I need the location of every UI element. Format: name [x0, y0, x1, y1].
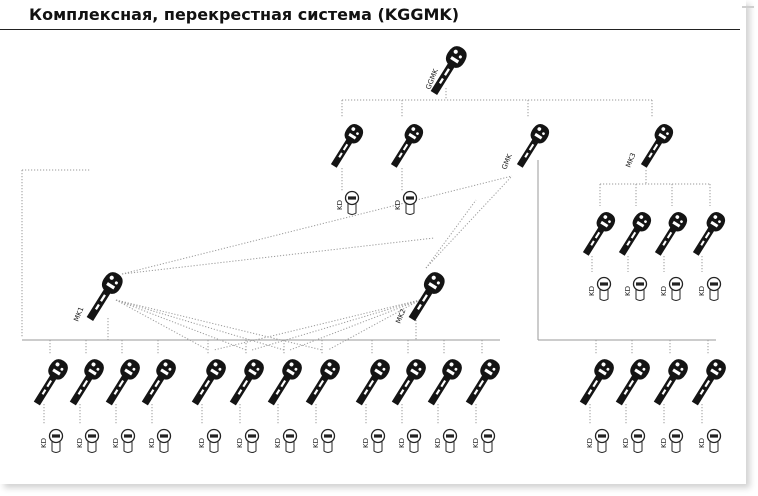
- mk1-cross-link-4: [115, 299, 323, 351]
- cylinder-label: KD: [588, 286, 596, 296]
- mk3-cylinder-3: KD: [660, 276, 684, 301]
- mk3-cylinder-4: KD: [698, 276, 722, 301]
- mk1-group-cylinder-3: KD: [112, 428, 136, 453]
- side-group-key-icon-1: [579, 359, 614, 406]
- mk2-group-cylinder-4: KD: [472, 428, 496, 453]
- cross-group-cylinder-3: KD: [274, 428, 298, 453]
- mk2-label: MK2: [394, 308, 407, 325]
- corner-divider: [742, 6, 754, 8]
- root-key-icon: [430, 46, 467, 96]
- mk2-group-key-icon-3: [427, 359, 462, 406]
- cylinder-label: KD: [698, 438, 706, 448]
- level1-key-icon-1: [330, 124, 364, 168]
- cylinder-label: KD: [112, 438, 120, 448]
- level1-key-icon-3: [516, 124, 550, 168]
- level1-key-icon-2: [390, 124, 424, 168]
- level1-cylinder-2: KD: [394, 190, 418, 215]
- cylinder-label: KD: [398, 438, 406, 448]
- mk3-key-icon-3: [654, 212, 688, 256]
- cross-group-key-icon-2: [229, 359, 264, 406]
- mk2-gmk-link-2: [425, 199, 477, 269]
- title-underline: [0, 29, 740, 30]
- side-group-cylinder-1: KD: [586, 428, 610, 453]
- cylinder-label: KD: [274, 438, 282, 448]
- cylinder-label: KD: [336, 200, 344, 210]
- cylinder-label: KD: [660, 286, 668, 296]
- cylinder-label: KD: [660, 438, 668, 448]
- cylinder-label: KD: [622, 438, 630, 448]
- cross-group-key-icon-3: [267, 359, 302, 406]
- mk2-group-key-icon-1: [355, 359, 390, 406]
- mk2-group-cylinder-1: KD: [362, 428, 386, 453]
- cross-group-cylinder-2: KD: [236, 428, 260, 453]
- mk3-key-icon-1: [582, 212, 616, 256]
- mk1-cross-link-2: [115, 299, 247, 351]
- mk3-key-icon-2: [618, 212, 652, 256]
- connector-lines: [21, 88, 716, 424]
- cross-group-key-icon-1: [191, 359, 226, 406]
- mk2-cross-link-2: [251, 299, 421, 351]
- side-group-cylinder-2: KD: [622, 428, 646, 453]
- cross-group-cylinder-4: KD: [312, 428, 336, 453]
- mk2-cross-link-4: [327, 299, 421, 351]
- mk2-group-key-icon-2: [391, 359, 426, 406]
- mk1-label: MK1: [72, 306, 85, 323]
- side-group-key-icon-4: [691, 359, 726, 406]
- side-group-key-icon-3: [653, 359, 688, 406]
- mk1-group-cylinder-4: KD: [148, 428, 172, 453]
- mk3-cylinder-2: KD: [624, 276, 648, 301]
- cylinder-label: KD: [472, 438, 480, 448]
- level1-cylinder-1: KD: [336, 190, 360, 215]
- side-group-cylinder-3: KD: [660, 428, 684, 453]
- mk3-cylinder-1: KD: [588, 276, 612, 301]
- mk1-cross-link-3: [115, 299, 285, 351]
- cylinder-label: KD: [40, 438, 48, 448]
- mk2-key-icon: [408, 272, 445, 322]
- page-title: Комплексная, перекрестная система (KGGMK…: [29, 5, 460, 24]
- mk1-group-key-icon-4: [141, 359, 176, 406]
- mk1-group-cylinder-1: KD: [40, 428, 64, 453]
- cylinder-label: KD: [236, 438, 244, 448]
- cylinder-label: KD: [698, 286, 706, 296]
- cylinder-label: KD: [148, 438, 156, 448]
- cylinder-label: KD: [362, 438, 370, 448]
- cylinder-label: KD: [624, 286, 632, 296]
- cross-group-key-icon-4: [305, 359, 340, 406]
- mk1-key-icon: [86, 272, 123, 322]
- mk3-label: MK3: [624, 152, 637, 169]
- mk1-gmk-link-2: [121, 175, 513, 275]
- mk1-group-key-icon-1: [33, 359, 68, 406]
- mk3-key-icon-4: [692, 212, 726, 256]
- cylinder-label: KD: [76, 438, 84, 448]
- mk2-cross-link-3: [289, 299, 421, 351]
- cylinder-label: KD: [312, 438, 320, 448]
- cross-group-cylinder-1: KD: [198, 428, 222, 453]
- cylinder-label: KD: [586, 438, 594, 448]
- mk2-group-cylinder-3: KD: [434, 428, 458, 453]
- cylinder-label: KD: [394, 200, 402, 210]
- mk2-cross-link-1: [213, 299, 421, 351]
- cylinder-label: KD: [434, 438, 442, 448]
- mk1-gmk-link: [121, 237, 435, 275]
- side-group-key-icon-2: [615, 359, 650, 406]
- mk1-cross-link-1: [115, 299, 209, 351]
- cylinder-label: KD: [198, 438, 206, 448]
- mk2-group-cylinder-2: KD: [398, 428, 422, 453]
- mk1-group-cylinder-2: KD: [76, 428, 100, 453]
- gmk-label: GMK: [500, 152, 514, 170]
- mk2-group-key-icon-4: [465, 359, 500, 406]
- mk2-gmk-link: [425, 175, 513, 269]
- level1-key-icon-4: [640, 124, 674, 168]
- key-icons: [33, 46, 726, 406]
- cylinder-icons: KD KD KD KD KD KD KD KD KD KD KD KD KD KD KD KD KD KD KD KD…: [40, 190, 722, 453]
- side-group-cylinder-4: KD: [698, 428, 722, 453]
- mk1-group-key-icon-2: [69, 359, 104, 406]
- mk1-group-key-icon-3: [105, 359, 140, 406]
